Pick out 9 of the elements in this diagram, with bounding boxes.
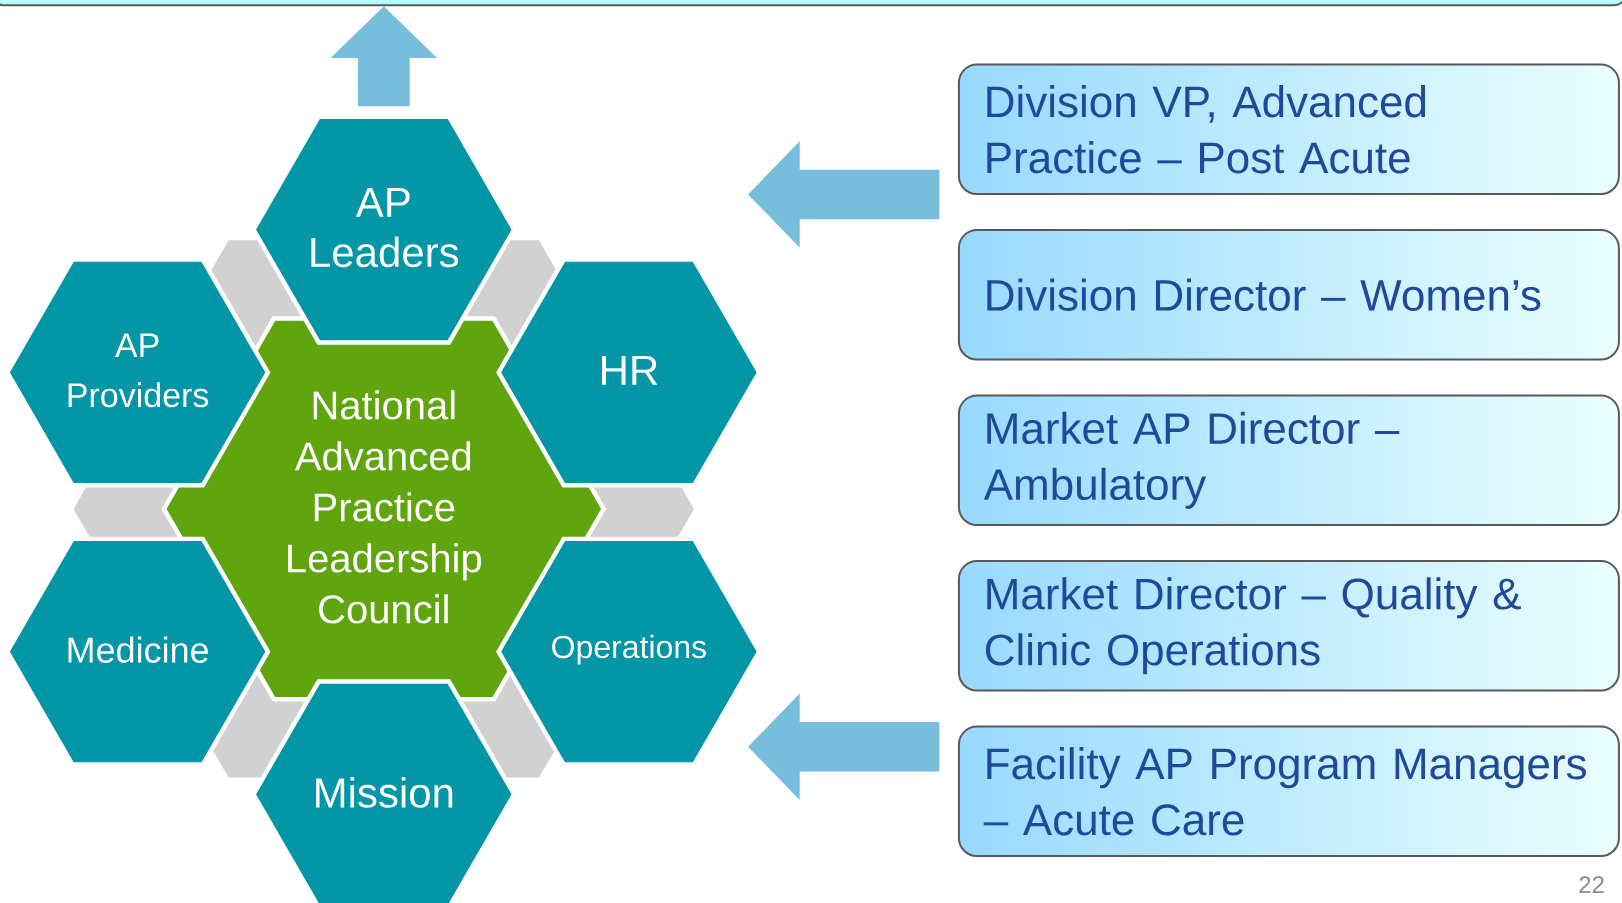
role-box: Market AP Director – Ambulatory (957, 394, 1620, 526)
role-box: Division Director – Women’s (957, 229, 1620, 361)
role-box: Facility AP Program Managers – Acute Care (957, 725, 1620, 857)
hexagon: Mission (250, 679, 517, 903)
role-box: Market Director – Quality & Clinic Operations (957, 560, 1620, 692)
hexagon: HR (496, 257, 762, 488)
banner-bar (0, 0, 1622, 7)
role-box: Division VP, Advanced Practice – Post Acute (957, 63, 1620, 195)
hexagon: Operations (496, 536, 762, 767)
